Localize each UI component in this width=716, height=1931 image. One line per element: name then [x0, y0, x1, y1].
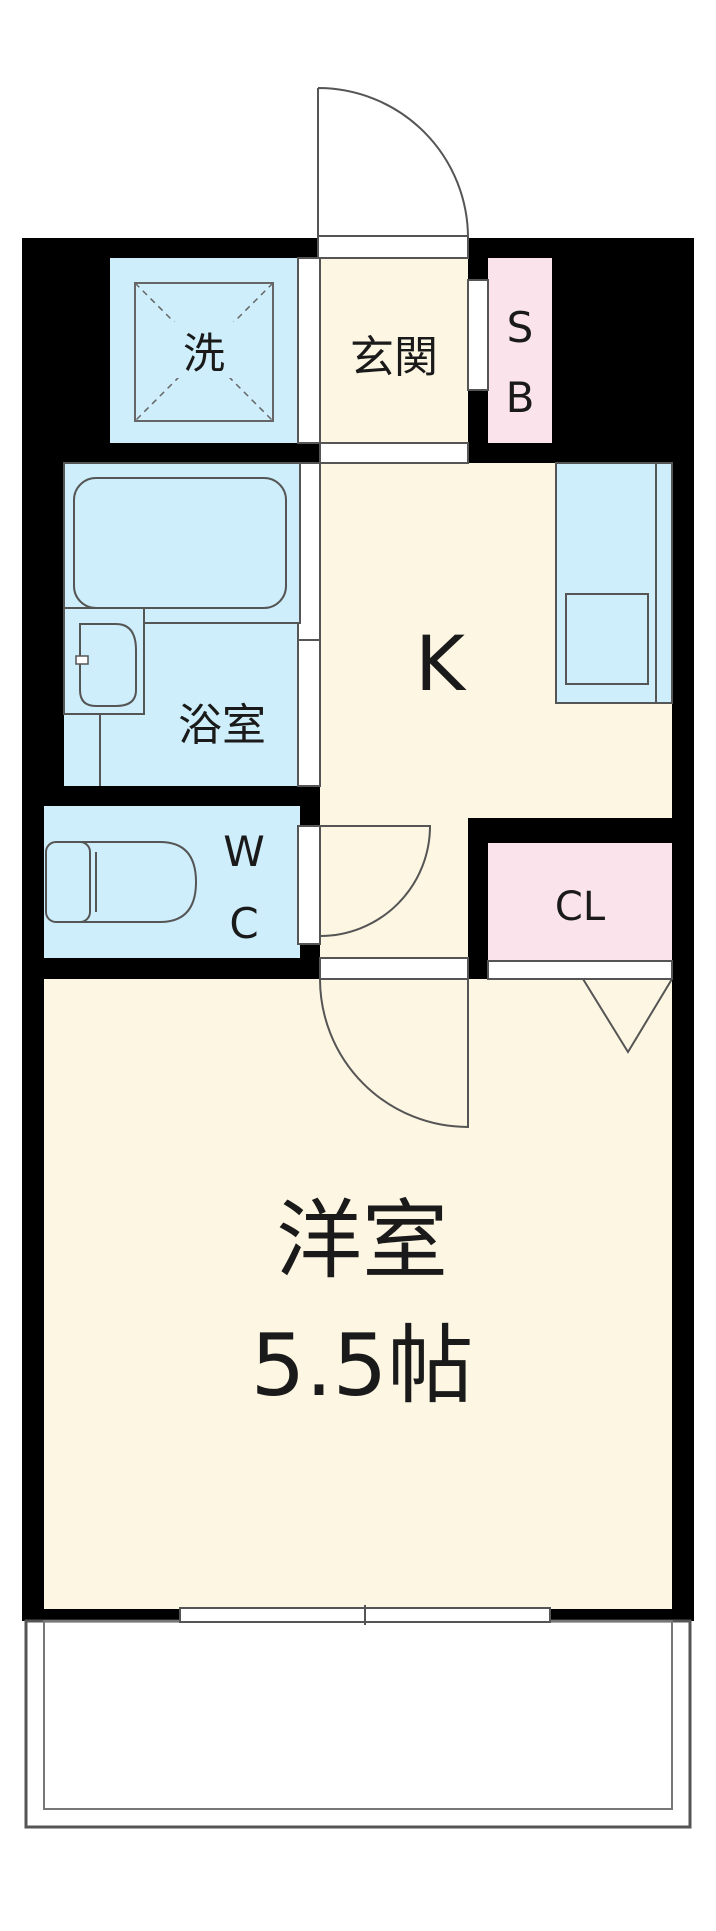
closet-door-swing [582, 978, 673, 1054]
closet-floor [488, 843, 672, 961]
toilet-bowl [69, 841, 198, 923]
laundry-label-bg [166, 322, 242, 378]
entrance-door-swing [317, 87, 469, 239]
western-room-size-label: 5.5帖 [251, 1316, 474, 1416]
kitchen-label: K [415, 619, 467, 708]
laundry-label: 洗 [183, 329, 225, 378]
entrance-shoebox-partition [467, 279, 489, 391]
bath-label: 浴室 [178, 700, 266, 751]
closet-label: CL [555, 884, 606, 930]
entrance-label: 玄関 [350, 332, 438, 383]
laundry-entrance-partition [297, 257, 321, 444]
western-room-floor [44, 979, 672, 1609]
washbasin-bowl [79, 623, 137, 707]
toilet-tank [45, 841, 91, 923]
western-room-label: 洋室 [276, 1191, 448, 1291]
entrance-door-opening [317, 235, 469, 259]
shoe-box-label-b: B [506, 373, 535, 422]
laundry-pan [134, 282, 274, 422]
corridor-floor [320, 818, 468, 979]
bathtub-inner [73, 477, 287, 609]
kitchen-sink [565, 593, 649, 685]
entrance-floor [320, 258, 468, 463]
western-room-door-swing [319, 978, 469, 1129]
toilet-door-swing [319, 825, 432, 937]
toilet-door-jamb [297, 825, 321, 945]
toilet-label-w: W [223, 827, 265, 876]
closet-wall-left [468, 818, 488, 961]
toilet-label-c: C [229, 899, 258, 948]
shoe-box-label-s: S [507, 303, 534, 352]
western-room-door-opening [319, 957, 469, 980]
shoe-box-floor [488, 258, 552, 443]
bath-door [297, 639, 321, 787]
closet-door-opening [487, 960, 673, 980]
faucet [75, 655, 89, 665]
entrance-step [319, 442, 469, 464]
closet-wall-top [468, 818, 672, 843]
balcony [24, 1619, 692, 1829]
